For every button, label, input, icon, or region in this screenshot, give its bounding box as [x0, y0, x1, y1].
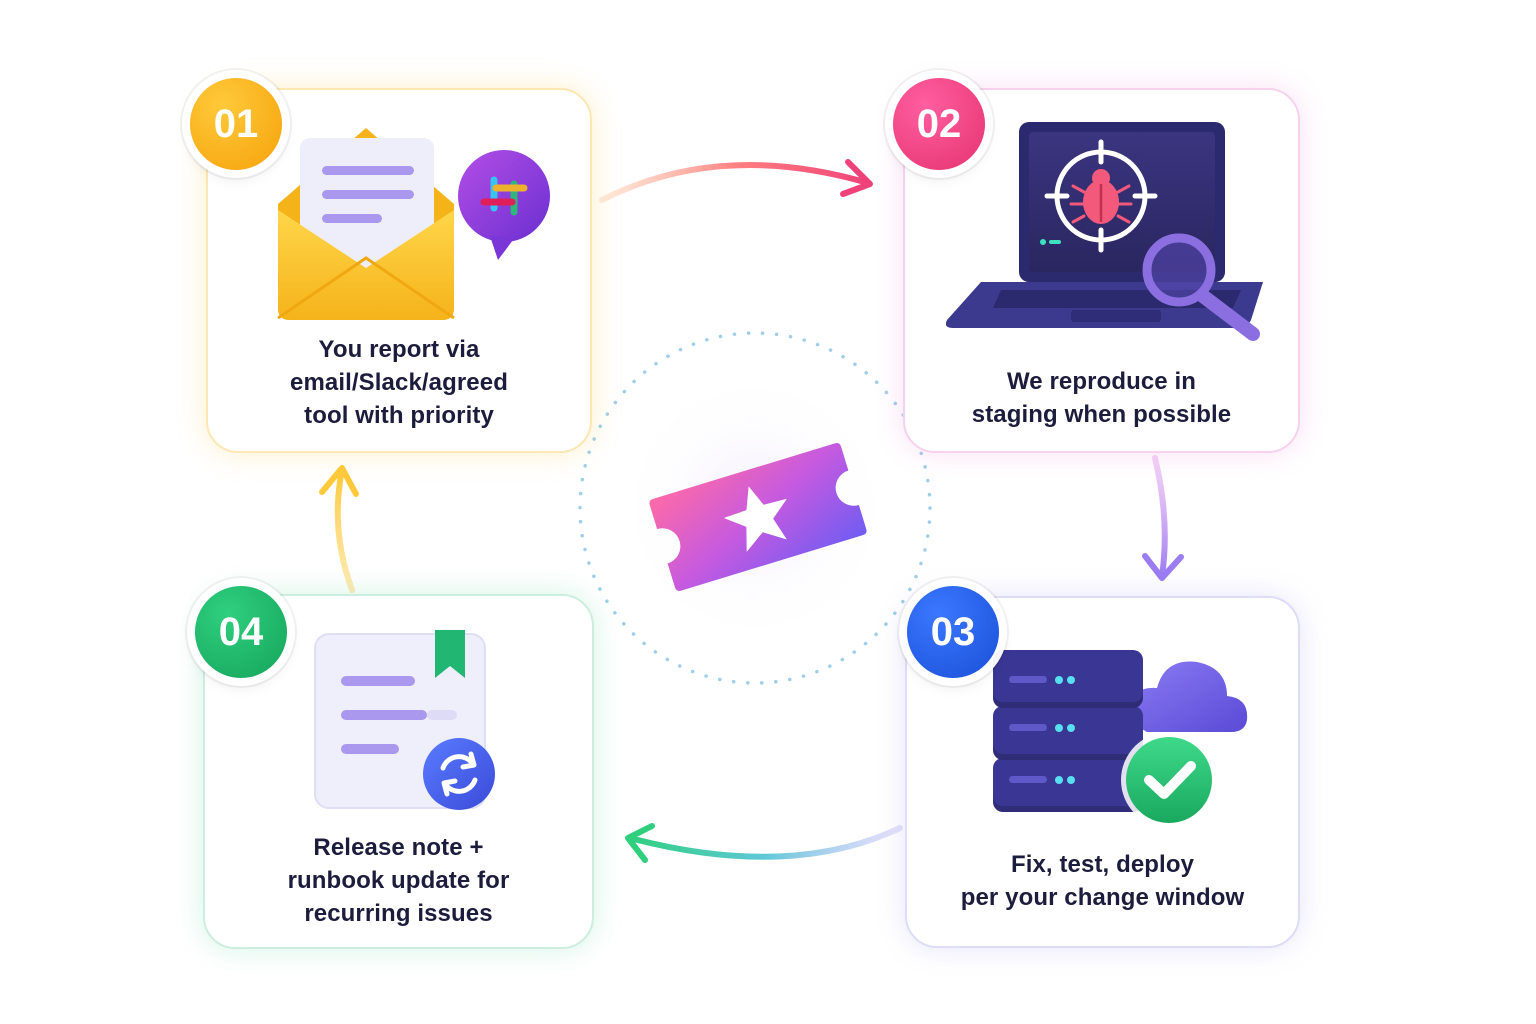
step-01-text: You report via email/Slack/agreed tool w… [228, 333, 570, 432]
step-04-line-1: Release note + [313, 834, 484, 861]
arrow-03-to-04 [625, 823, 903, 863]
step-number-badge-04: 04 [195, 586, 287, 678]
step-number-badge-01: 01 [190, 78, 282, 170]
step-03-text: Fix, test, deploy per your change window [927, 848, 1278, 914]
step-card-01: You report via email/Slack/agreed tool w… [206, 88, 592, 453]
ticket-star-icon [649, 442, 867, 592]
step-number-badge-03: 03 [907, 586, 999, 678]
step-03-line-1: Fix, test, deploy [1010, 851, 1195, 878]
step-02-line-1: We reproduce in [1006, 368, 1197, 395]
step-04-line-2: runbook update for [287, 867, 510, 894]
document-bookmark-sync-icon [314, 630, 495, 810]
arrow-04-to-01 [319, 465, 359, 593]
step-02-line-2: staging when possible [971, 401, 1232, 428]
step-number-badge-02: 02 [893, 78, 985, 170]
arrow-02-to-03 [1142, 455, 1184, 581]
arrow-01-to-02 [599, 159, 873, 203]
server-stack [993, 650, 1143, 812]
envelope-with-chat-icon [277, 128, 550, 320]
step-02-text: We reproduce in staging when possible [925, 365, 1278, 431]
step-01-line-1: You report via [318, 336, 480, 363]
laptop-bug-magnifier-icon [945, 122, 1263, 341]
step-03-line-2: per your change window [960, 884, 1245, 911]
server-cloud-check-icon [993, 650, 1248, 828]
step-04-text: Release note + runbook update for recurr… [225, 831, 572, 930]
step-01-line-3: tool with priority [304, 402, 494, 429]
step-04-line-3: recurring issues [304, 900, 493, 927]
dotted-ring [578, 331, 932, 685]
step-01-line-2: email/Slack/agreed [290, 369, 508, 396]
